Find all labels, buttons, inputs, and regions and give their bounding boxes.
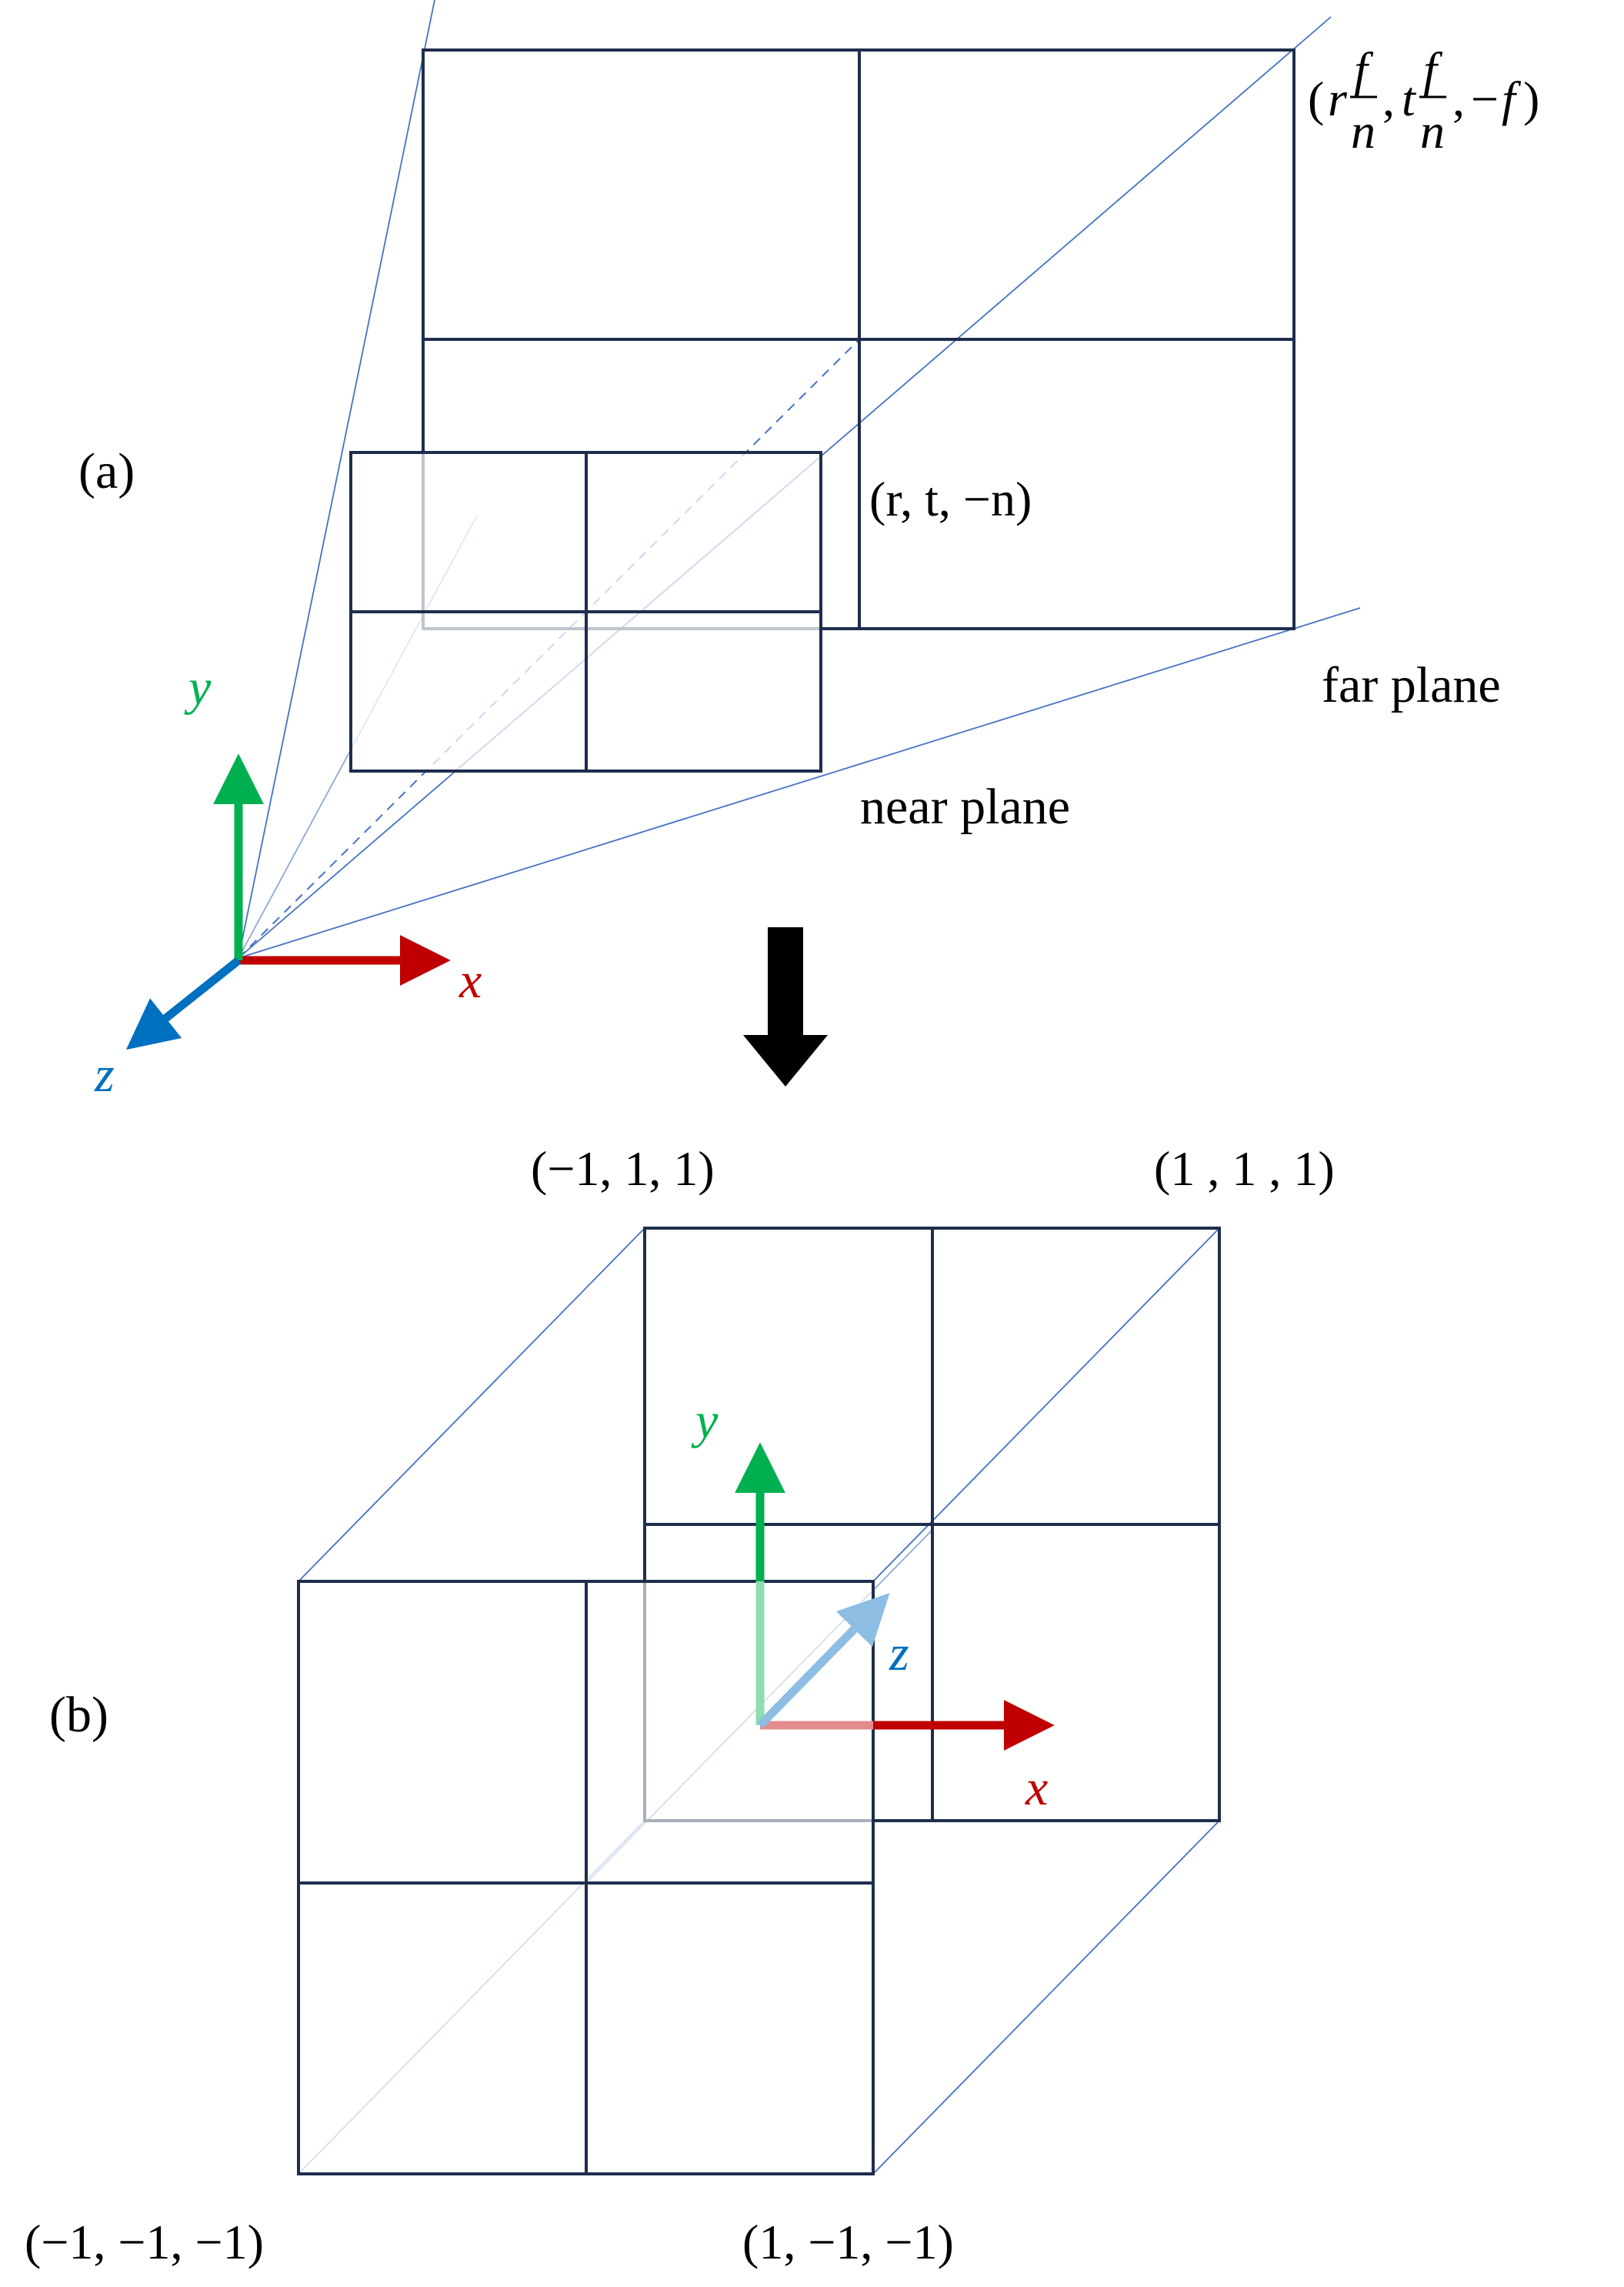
cube-back-face (643, 1227, 1221, 1822)
svg-text:n: n (1351, 104, 1376, 159)
ndc-cube-diagram: x y z (b) (−1, 1, 1) (1 , 1 , 1) (−1, −1… (25, 1141, 1335, 2269)
x-axis-label-b: x (1025, 1760, 1048, 1816)
far-plane-rect (422, 48, 1296, 630)
transform-arrow (743, 927, 828, 1087)
far-plane-label: far plane (1322, 657, 1501, 713)
corner-top-left-label: (−1, 1, 1) (531, 1141, 715, 1196)
axes-a (125, 753, 451, 1050)
z-axis-arrow (125, 957, 242, 1050)
svg-text:n: n (1420, 104, 1445, 159)
svg-text:(: ( (1308, 72, 1324, 126)
cube-front-face (297, 1580, 875, 2175)
panel-b-label: (b) (49, 1687, 108, 1743)
near-corner-label: (r, t, −n) (869, 472, 1032, 526)
z-axis-label: z (94, 1047, 115, 1103)
panel-a-label: (a) (78, 443, 135, 499)
corner-bottom-right-label: (1, −1, −1) (742, 2215, 954, 2269)
corner-bottom-left-label: (−1, −1, −1) (25, 2215, 264, 2269)
svg-text:): ) (1523, 72, 1539, 126)
far-corner-label: ( r f n , t f n , − f ) (1308, 42, 1539, 159)
corner-top-right-label: (1 , 1 , 1) (1154, 1141, 1335, 1196)
y-axis-label: y (184, 659, 212, 716)
svg-text:,: , (1452, 72, 1465, 126)
frustum-diagram: x y z (a) (r, t, −n) far plane near plan… (78, 0, 1539, 1103)
y-axis-label-b: y (691, 1393, 719, 1449)
x-axis-label: x (459, 953, 482, 1009)
axes-b (735, 1442, 1055, 1751)
svg-text:−: − (1471, 72, 1499, 126)
z-axis-label-b: z (889, 1625, 909, 1681)
svg-text:,: , (1382, 72, 1395, 126)
svg-text:f: f (1354, 42, 1374, 97)
svg-text:f: f (1423, 42, 1443, 97)
svg-text:r: r (1328, 72, 1348, 126)
svg-text:f: f (1502, 72, 1522, 126)
near-plane-rect (349, 451, 822, 773)
svg-text:t: t (1402, 72, 1417, 126)
z-axis-arrow-b (757, 1593, 890, 1728)
near-plane-label: near plane (860, 779, 1070, 835)
